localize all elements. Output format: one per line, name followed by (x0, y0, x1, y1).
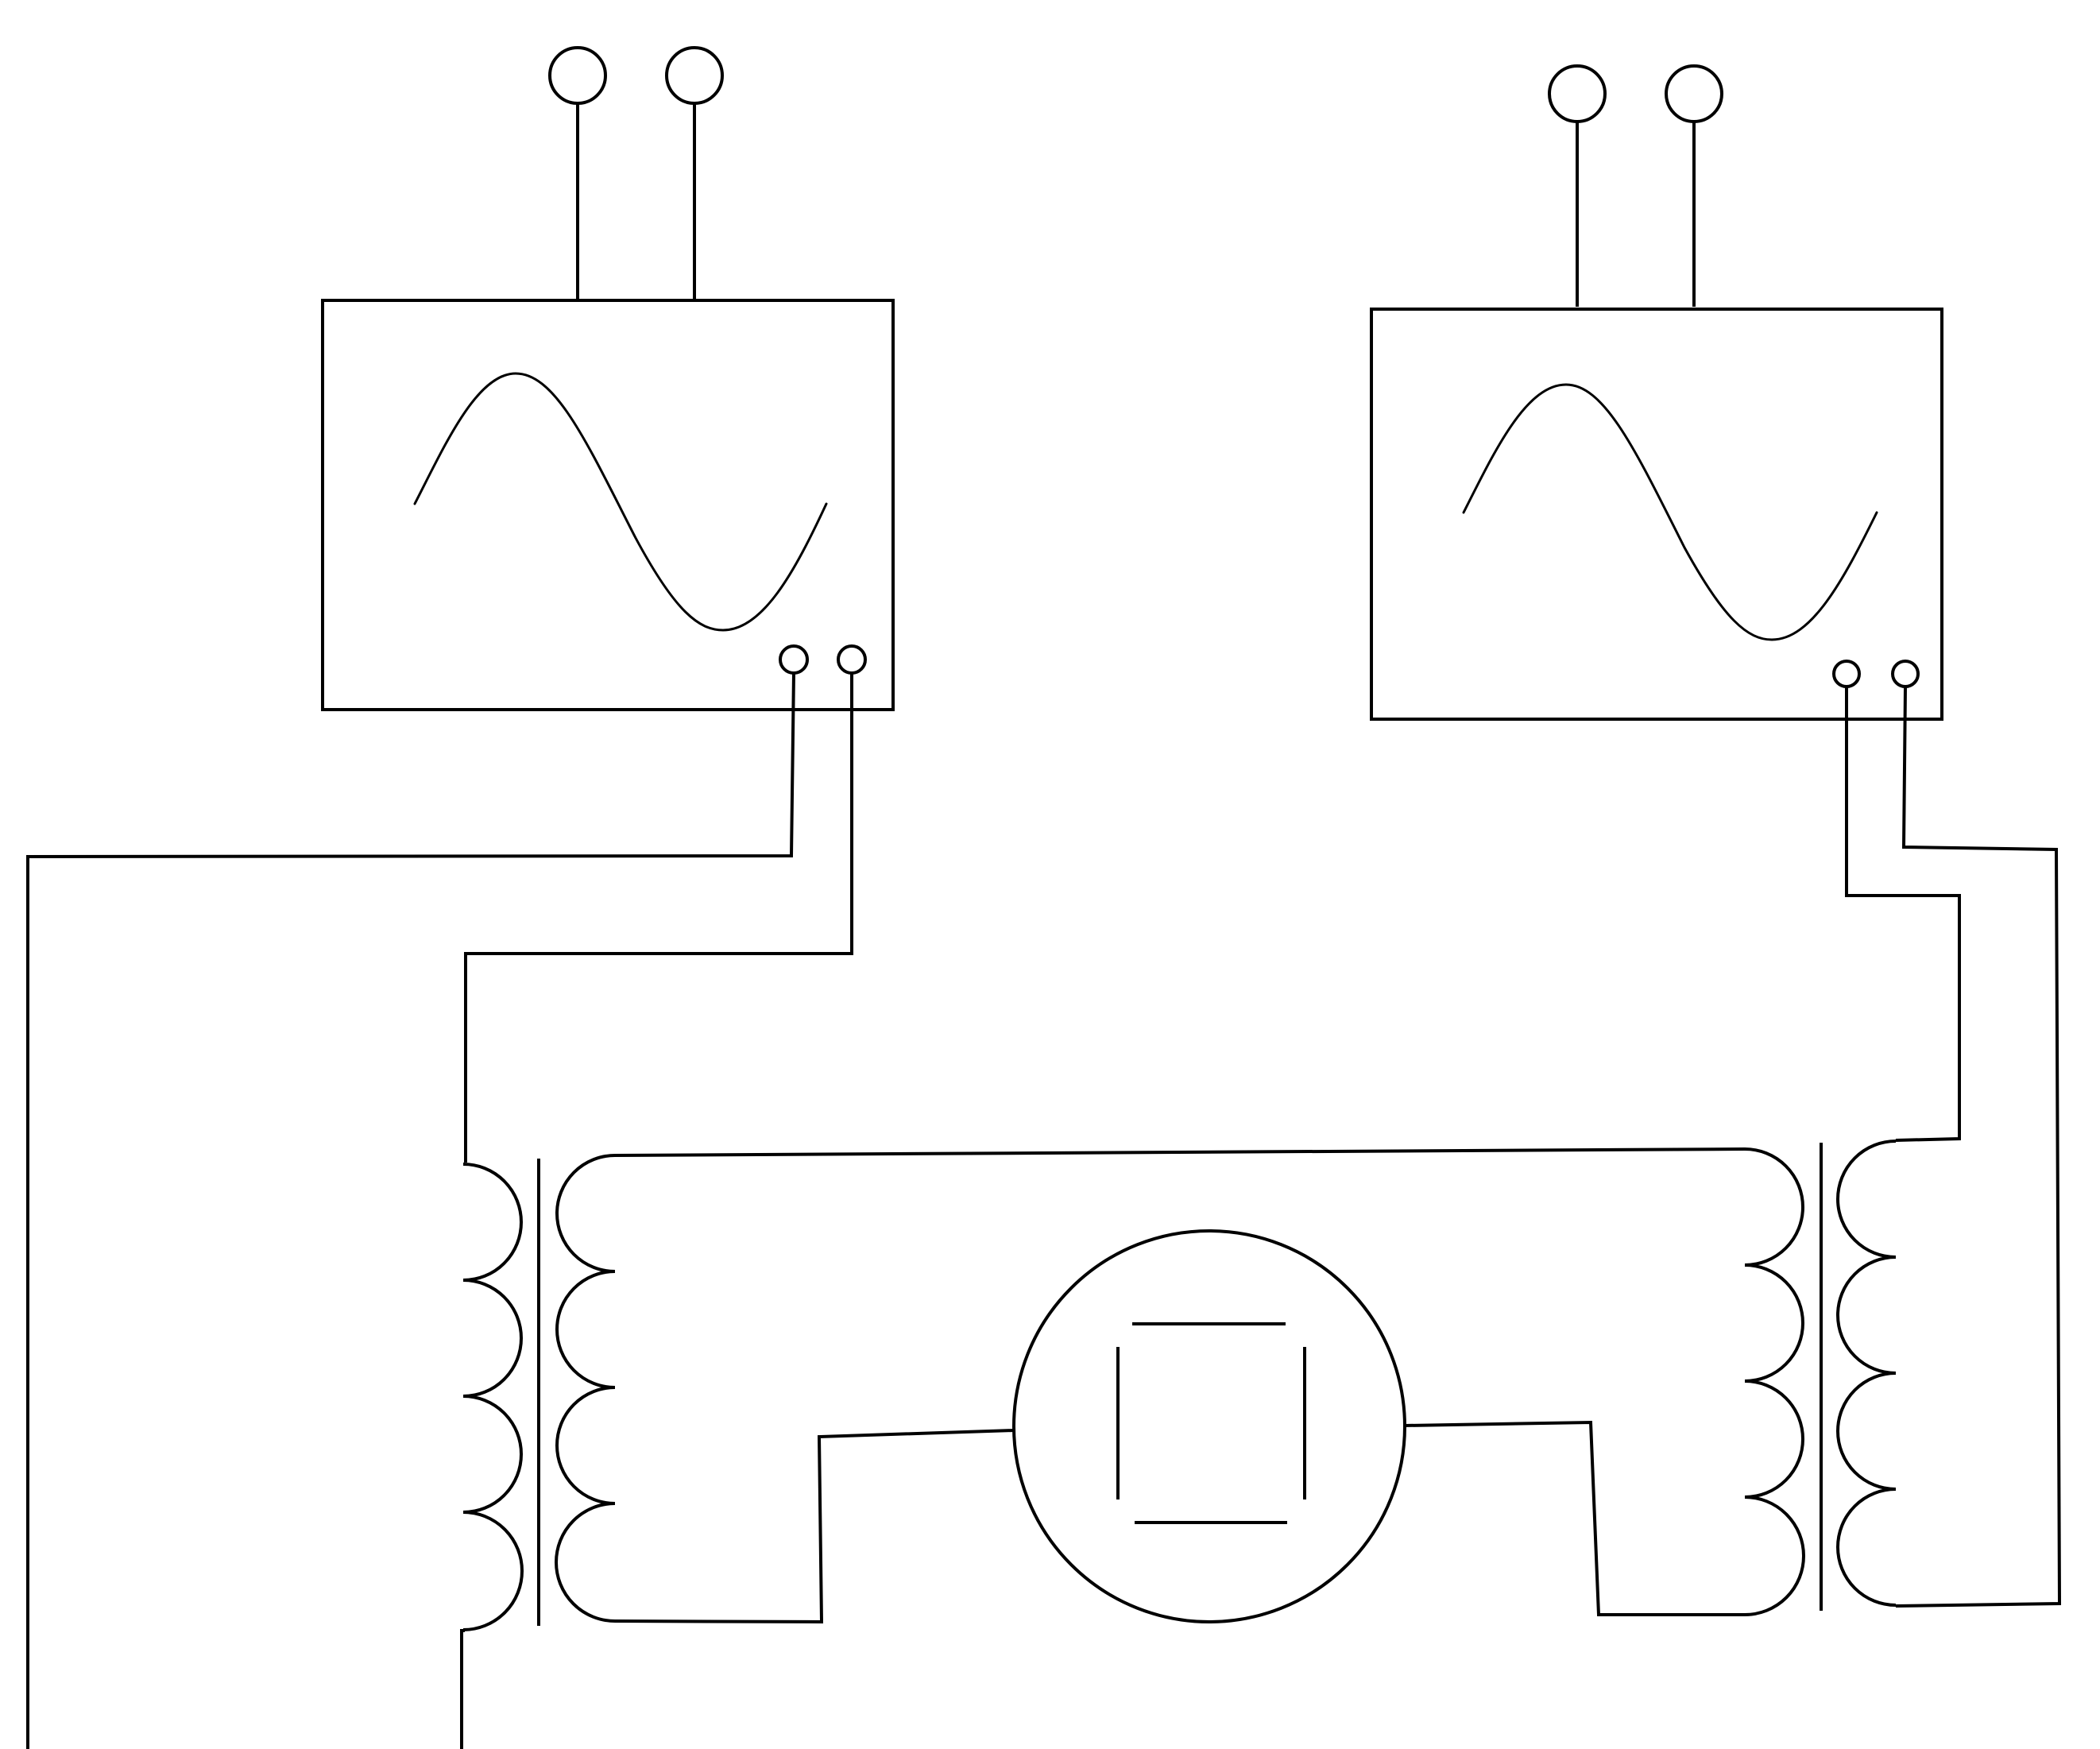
wire-left-to-device (614, 1429, 1015, 1624)
transformer-left-secondary-coil (555, 1154, 616, 1623)
wire-right-outer (1895, 686, 2062, 1608)
wire-left-outer-loop (26, 672, 795, 1749)
generator-right-output-terminal-2[interactable] (1891, 660, 1920, 688)
transformer-left (462, 1154, 616, 1631)
generator-left-output-terminal-1[interactable] (779, 644, 809, 675)
generator-left-top-terminal-1[interactable] (548, 46, 607, 105)
secondary-wiring (614, 1147, 1746, 1624)
generator-left-output-terminal-2[interactable] (837, 644, 867, 675)
generator-right-top-terminal-1[interactable] (1548, 64, 1607, 123)
transformer-left-primary-coil (462, 1163, 524, 1631)
transformer-right-left-coil (1744, 1147, 1805, 1616)
generator-right-top-terminal-2[interactable] (1665, 64, 1723, 123)
center-device (1012, 1229, 1406, 1623)
wire-left-inner (464, 673, 853, 1163)
center-device-circle (1012, 1229, 1406, 1623)
sine-wave-icon (413, 372, 828, 632)
wire-right-inner (1845, 687, 1961, 1142)
generator-right-output-terminal-1[interactable] (1832, 660, 1861, 688)
sine-wave-icon (1462, 383, 1878, 641)
generator-left-top-terminal-2[interactable] (665, 46, 724, 105)
signal-generator-right (1370, 64, 1943, 721)
transformer-right (1744, 1140, 1897, 1616)
signal-generator-left (321, 46, 895, 711)
generator-left-box (321, 299, 895, 711)
transformer-right-right-coil (1836, 1140, 1897, 1607)
wire-device-to-right (1404, 1420, 1745, 1616)
wire-top-bridge (614, 1147, 1746, 1157)
circle-square-icon (1116, 1322, 1306, 1524)
generator-right-box (1370, 308, 1943, 721)
right-wiring (1845, 686, 2062, 1608)
left-wiring (26, 672, 853, 1749)
